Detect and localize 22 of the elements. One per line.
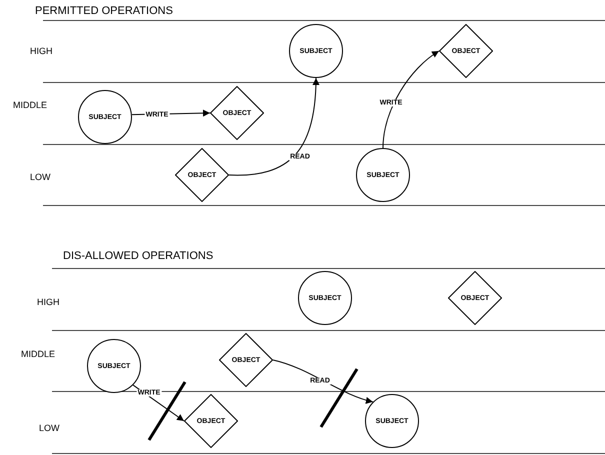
arrow bbox=[382, 50, 440, 148]
subject-circle bbox=[298, 271, 352, 325]
arrow bbox=[228, 78, 320, 176]
object-diamond bbox=[175, 148, 229, 202]
level-label: HIGH bbox=[30, 47, 52, 56]
object-diamond bbox=[219, 333, 273, 387]
level-label: LOW bbox=[39, 424, 60, 433]
subject-circle bbox=[356, 148, 410, 202]
object-diamond bbox=[184, 394, 238, 448]
section-title: PERMITTED OPERATIONS bbox=[35, 6, 173, 17]
subject-circle bbox=[289, 24, 343, 78]
section-title: DIS-ALLOWED OPERATIONS bbox=[63, 251, 214, 262]
level-label: LOW bbox=[30, 173, 51, 182]
arrow bbox=[272, 360, 374, 404]
object-diamond bbox=[448, 271, 502, 325]
subject-circle bbox=[78, 90, 132, 144]
level-label: MIDDLE bbox=[13, 101, 48, 110]
object-diamond bbox=[439, 24, 493, 78]
object-diamond bbox=[210, 86, 264, 140]
level-label: HIGH bbox=[37, 298, 60, 307]
level-label: MIDDLE bbox=[21, 350, 56, 359]
subject-circle bbox=[365, 394, 419, 448]
